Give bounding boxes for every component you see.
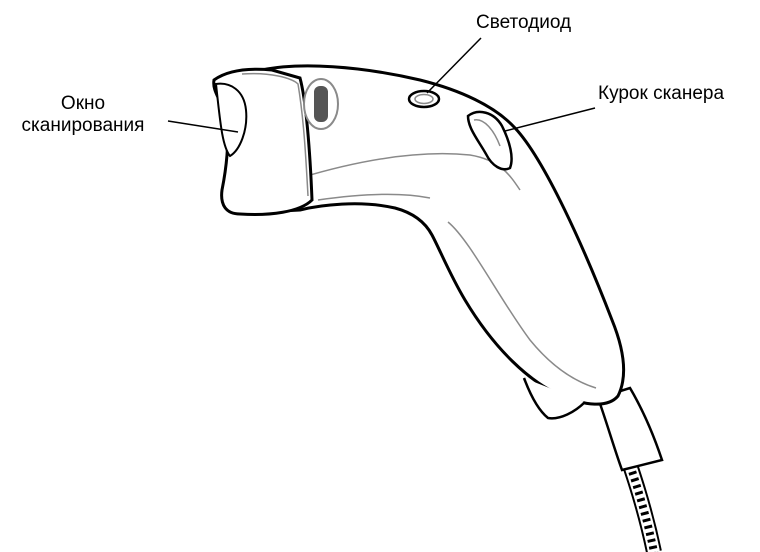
label-trigger: Курок сканера	[598, 83, 724, 105]
led-indicator	[409, 91, 439, 107]
leader-line-trigger	[505, 108, 595, 131]
brand-logo	[304, 79, 338, 129]
label-scan-window: Окно сканирования	[8, 93, 158, 137]
label-scan-window-line2: сканирования	[8, 115, 158, 137]
leader-line-led	[427, 38, 481, 93]
label-scan-window-line1: Окно	[8, 93, 158, 115]
label-led: Светодиод	[476, 12, 571, 34]
